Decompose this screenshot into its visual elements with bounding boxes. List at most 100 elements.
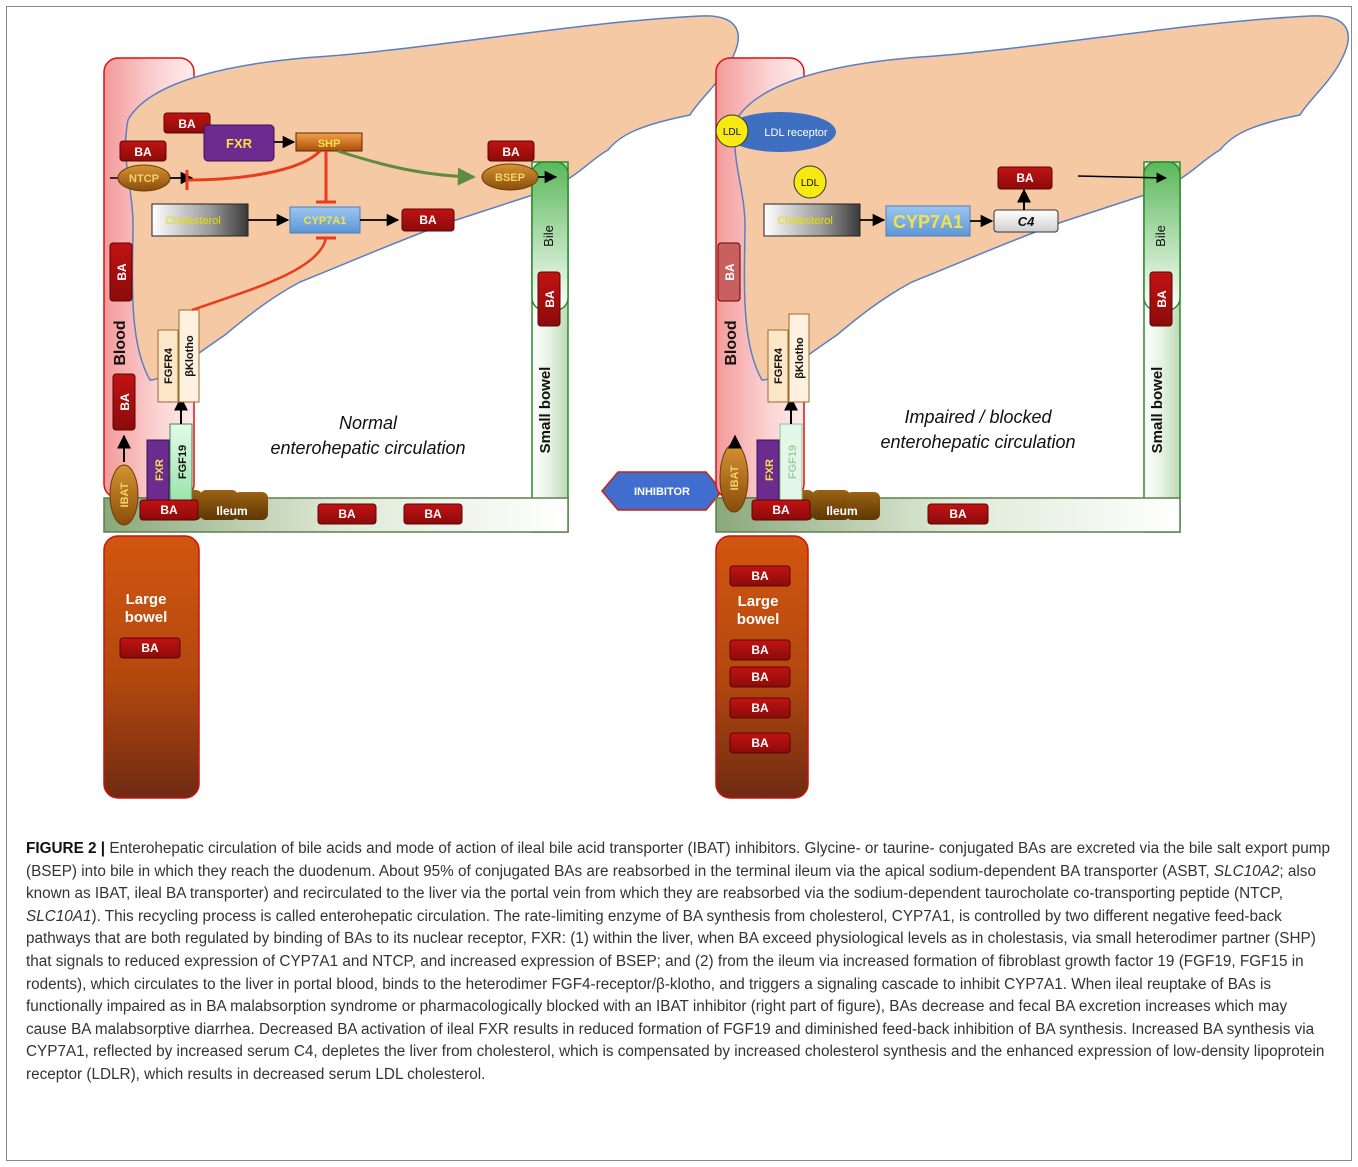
ba-box — [403, 503, 463, 525]
ba-box — [537, 271, 561, 327]
ileum-cell — [846, 492, 880, 520]
ba-box — [139, 499, 199, 521]
caption-text: Enterohepatic circulation of bile acids … — [26, 840, 1331, 880]
liver — [733, 15, 1349, 381]
cyp7a1-label: CYP7A1 — [893, 212, 963, 232]
bklotho — [788, 313, 810, 403]
panel-subtitle: enterohepatic circulation — [880, 432, 1075, 452]
figure-caption: FIGURE 2 | Enterohepatic circulation of … — [26, 838, 1332, 1087]
cyp7a1 — [289, 206, 361, 234]
ba-box — [997, 166, 1053, 190]
blood-label: Blood — [723, 320, 740, 365]
cholesterol — [763, 203, 861, 237]
ba-box — [112, 373, 136, 431]
large-bowel-label: bowel — [125, 609, 168, 626]
large-bowel-label: Large — [126, 591, 167, 608]
ldl-particle — [793, 165, 827, 199]
fgfr4 — [767, 329, 789, 403]
fgfr4-label: FGFR4 — [773, 347, 785, 384]
ba-label: BA — [543, 290, 557, 308]
fxr-ileal-label: FXR — [154, 459, 166, 481]
ba-box — [729, 697, 791, 719]
ba-bile-arrow — [1077, 172, 1168, 184]
ba-box — [1149, 271, 1173, 327]
caption-gene: SLC10A2 — [1213, 862, 1280, 880]
large-bowel-label: bowel — [737, 611, 780, 628]
ba-label: BA — [118, 393, 132, 411]
ibat-transporter — [109, 464, 139, 526]
fgfr4-label: FGFR4 — [163, 347, 175, 384]
ba-label: BA — [1016, 171, 1034, 185]
large-bowel-label: Large — [738, 593, 779, 610]
ba-box — [729, 666, 791, 688]
panel-title: Impaired / blocked — [904, 407, 1052, 427]
panel-impaired: Ileum IBAT FXR FGF19 FGFR4 βKlotho Blood… — [715, 15, 1349, 799]
ba-label: BA — [723, 263, 737, 281]
ibat-label: IBAT — [729, 465, 741, 490]
shp — [295, 132, 363, 152]
c4-label: C4 — [1018, 214, 1035, 229]
ba-label: BA — [338, 507, 356, 521]
fgf19-label: FGF19 — [177, 445, 189, 479]
fgf19-cyp-inhibition — [191, 237, 328, 312]
ba-label: BA — [751, 569, 769, 583]
ba-label: BA — [949, 507, 967, 521]
ba-label: BA — [502, 145, 520, 159]
ldl-label: LDL — [723, 127, 742, 138]
ba-label: BA — [751, 643, 769, 657]
ileum-cell — [200, 490, 238, 520]
shp-ntcp-inhibition — [185, 149, 322, 182]
figure-frame — [6, 6, 1352, 1161]
caption-gene: SLC10A1 — [26, 907, 92, 925]
fxr-hepatic-label: FXR — [226, 136, 253, 151]
bklotho — [178, 309, 200, 403]
ileum-cell — [812, 490, 850, 520]
fxr-ileal-label: FXR — [764, 459, 776, 481]
ibat-label: IBAT — [119, 482, 131, 507]
ba-label: BA — [751, 670, 769, 684]
ba-box — [119, 637, 181, 659]
ba-label: BA — [751, 701, 769, 715]
bile-label: Bile — [541, 225, 556, 247]
ileum-label: Ileum — [216, 504, 247, 518]
c4 — [993, 209, 1059, 233]
cholesterol — [151, 203, 249, 237]
ba-box — [717, 242, 741, 302]
fgfr4 — [157, 329, 179, 403]
small-bowel-label: Small bowel — [537, 367, 554, 454]
shp-label: SHP — [318, 138, 341, 150]
panel-subtitle: enterohepatic circulation — [270, 438, 465, 458]
ileum-label: Ileum — [826, 504, 857, 518]
ba-box — [109, 242, 133, 302]
ba-box — [927, 503, 989, 525]
panel-normal: Ileum IBAT FXR FGF19 FGFR4 βKlotho Blood… — [103, 15, 739, 799]
ba-label: BA — [424, 507, 442, 521]
liver — [124, 15, 739, 381]
ba-box — [751, 499, 811, 521]
ba-box — [163, 112, 211, 134]
ba-box — [401, 208, 455, 232]
inhibitor-label: INHIBITOR — [634, 486, 690, 498]
ba-box — [119, 140, 167, 162]
enterohepatic-diagram: Ileum IBAT FXR FGF19 FGFR4 βKlotho Blood… — [103, 15, 1349, 799]
ba-box — [729, 639, 791, 661]
ba-label: BA — [178, 117, 196, 131]
ntcp-label: NTCP — [129, 173, 159, 185]
figure-label: FIGURE 2 | — [26, 840, 106, 857]
ldl-label: LDL — [801, 178, 820, 189]
ldl-receptor-label: LDL receptor — [764, 127, 828, 139]
blood-label: Blood — [112, 320, 129, 365]
ba-box — [487, 140, 535, 162]
ba-label: BA — [141, 641, 159, 655]
ba-label: BA — [115, 263, 129, 281]
large-bowel — [103, 535, 200, 799]
bile-label: Bile — [1153, 225, 1168, 247]
ba-label: BA — [751, 736, 769, 750]
cholesterol-label: Cholesterol — [777, 215, 833, 227]
bsep-label: BSEP — [495, 172, 525, 184]
small-bowel-label: Small bowel — [1149, 367, 1166, 454]
ba-label: BA — [772, 503, 790, 517]
fxr-hepatic — [203, 124, 275, 162]
shp-bsep-activation — [337, 149, 476, 186]
caption-text: ). This recycling process is called ente… — [26, 907, 1325, 1083]
